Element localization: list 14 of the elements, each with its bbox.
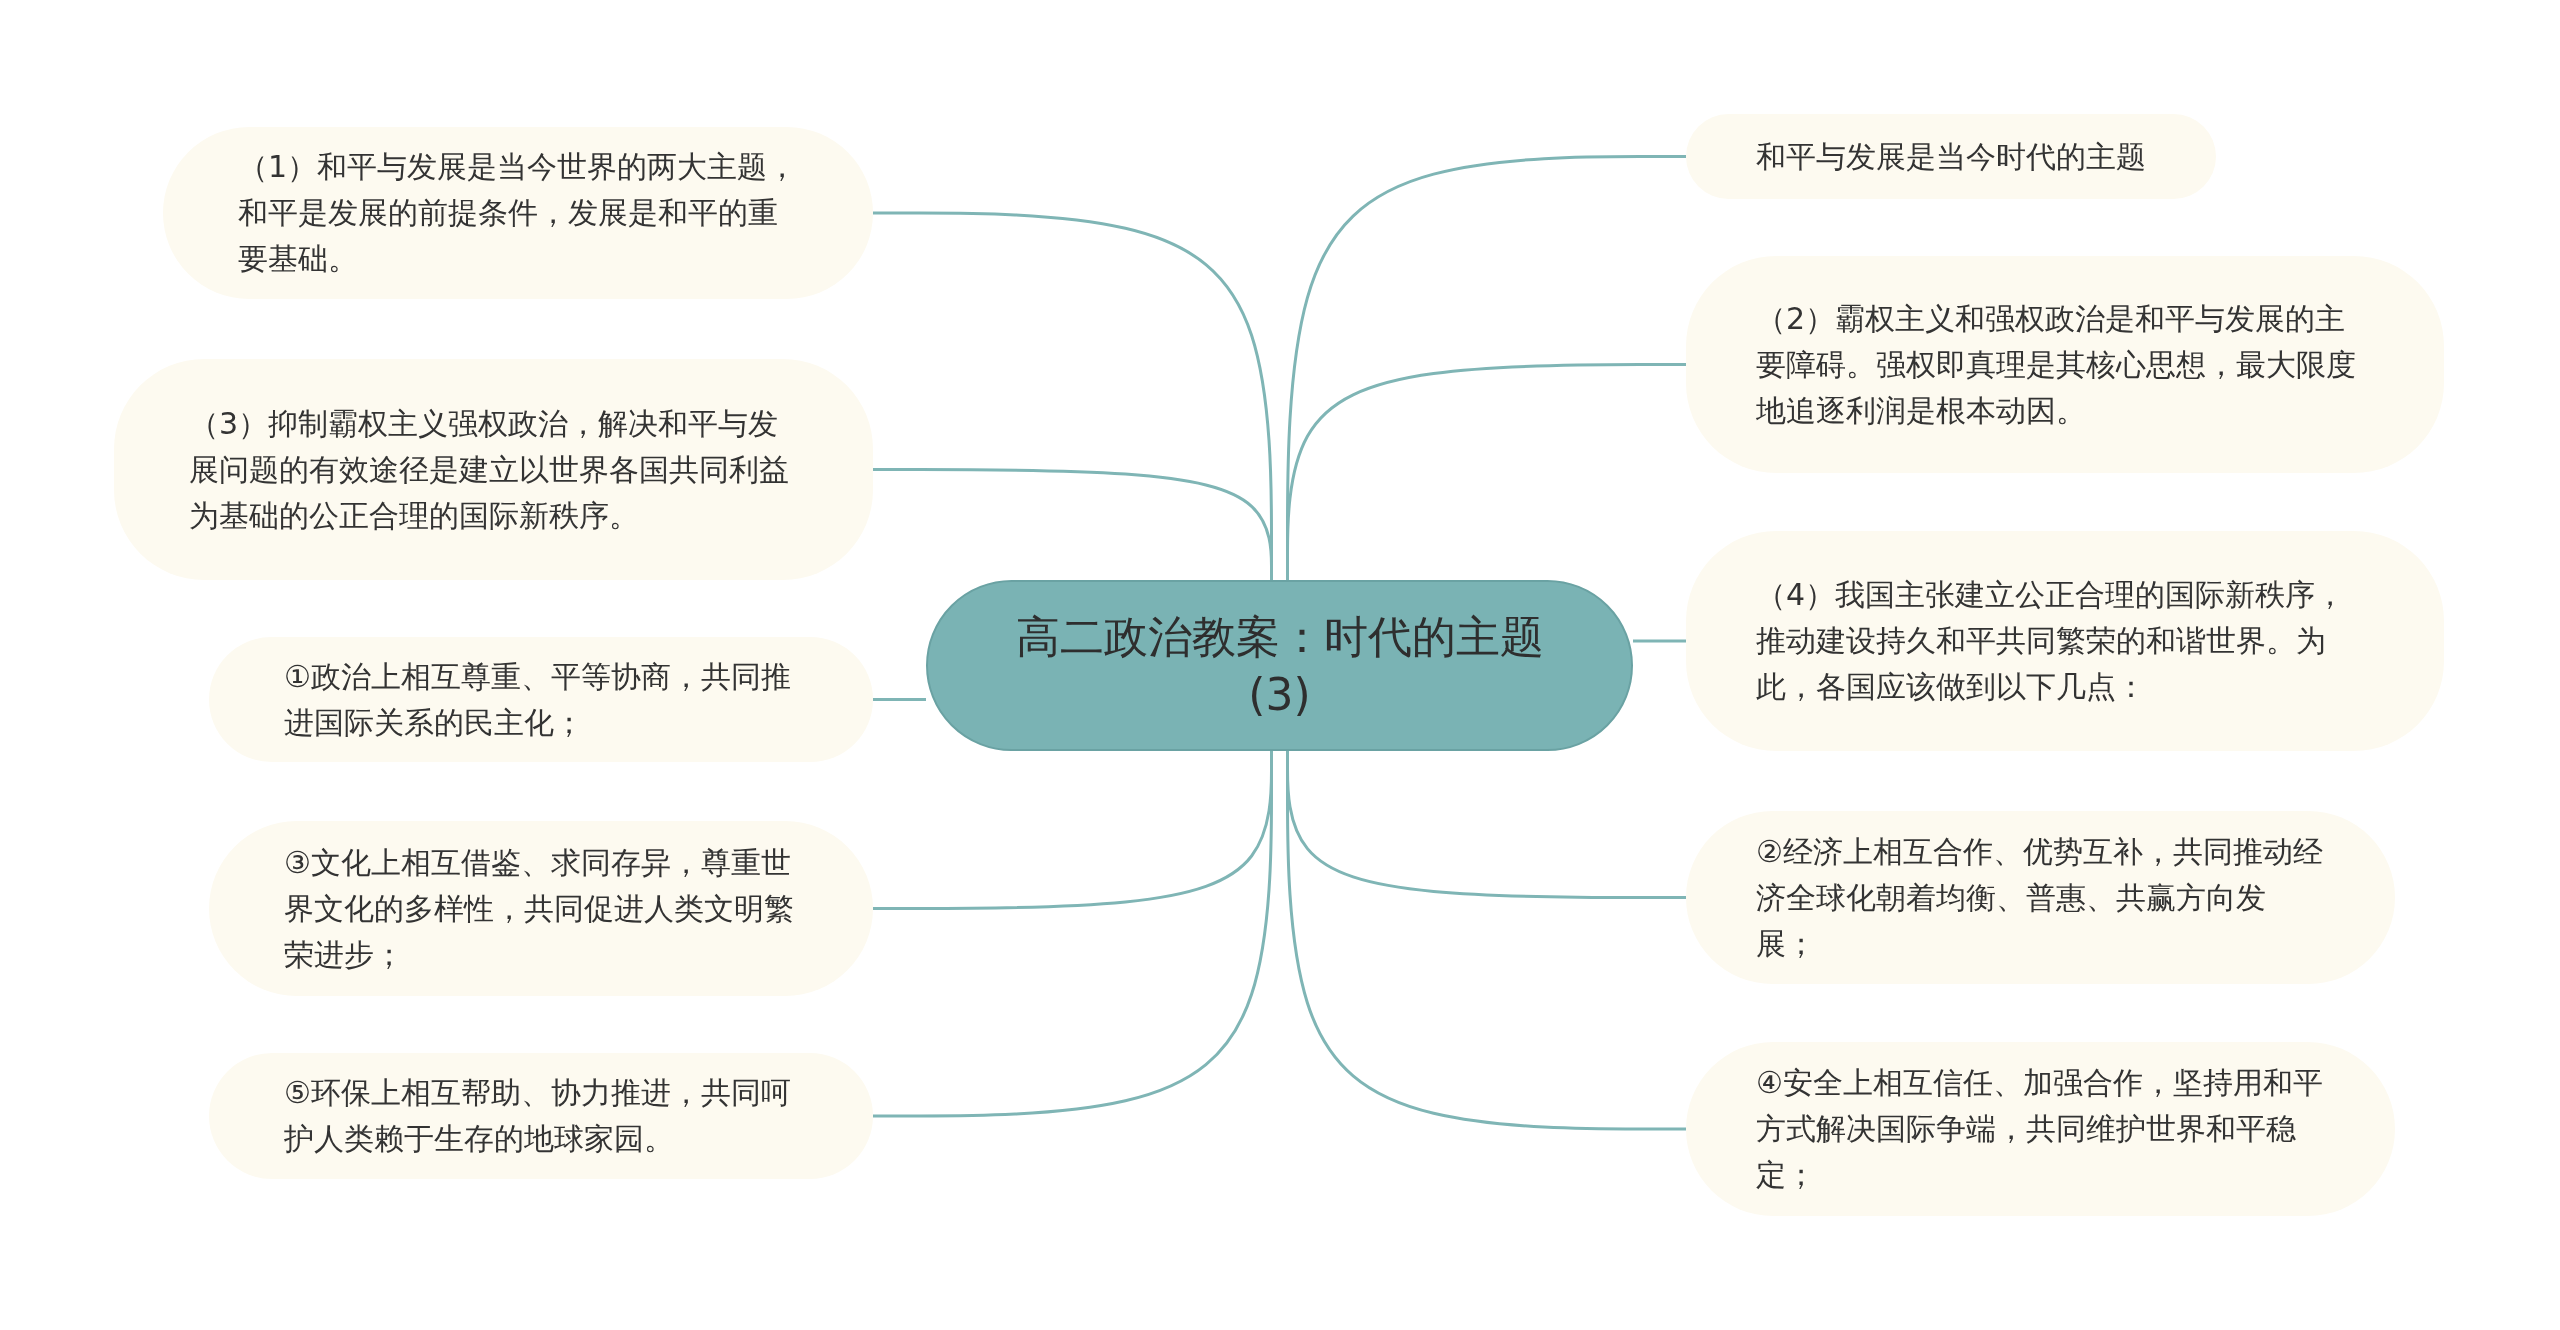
topic-text: ②经济上相互合作、优势互补，共同推动经济全球化朝着均衡、普惠、共赢方向发展； [1756, 832, 2324, 963]
topic-text: ⑤环保上相互帮助、协力推进，共同呵护人类赖于生存的地球家园。 [284, 1074, 792, 1158]
topic-text: 高二政治教案：时代的主题(3) [1014, 609, 1545, 722]
topic-text: ③文化上相互借鉴、求同存异，尊重世界文化的多样性，共同促进人类文明繁荣进步； [284, 843, 795, 974]
connector-line [873, 698, 926, 701]
topic-text: （1）和平与发展是当今世界的两大主题，和平是发展的前提条件，发展是和平的重要基础。 [238, 148, 799, 278]
connector-line [1633, 639, 1686, 643]
topic-text: ④安全上相互信任、加强合作，坚持用和平方式解决国际争端，共同维护世界和平稳定； [1756, 1064, 2324, 1194]
topic-text: ①政治上相互尊重、平等协商，共同推进国际关系的民主化； [284, 657, 792, 742]
connector-line [873, 468, 1273, 580]
topic-text: （4）我国主张建立公正合理的国际新秩序，推动建设持久和平共同繁荣的和谐世界。为此，各国应该做到以下几点： [1756, 576, 2347, 706]
topic-text: 和平与发展是当今时代的主题 [1756, 137, 2146, 176]
topic-text: （3）抑制霸权主义强权政治，解决和平与发展问题的有效途径是建立以世界各国共同利益为基础的公正合理的国际新秩序。 [189, 404, 790, 535]
topic-text: （2）霸权主义和强权政治是和平与发展的主要障碍。强权即真理是其核心思想，最大限度地追逐利润是根本动因。 [1756, 299, 2357, 430]
